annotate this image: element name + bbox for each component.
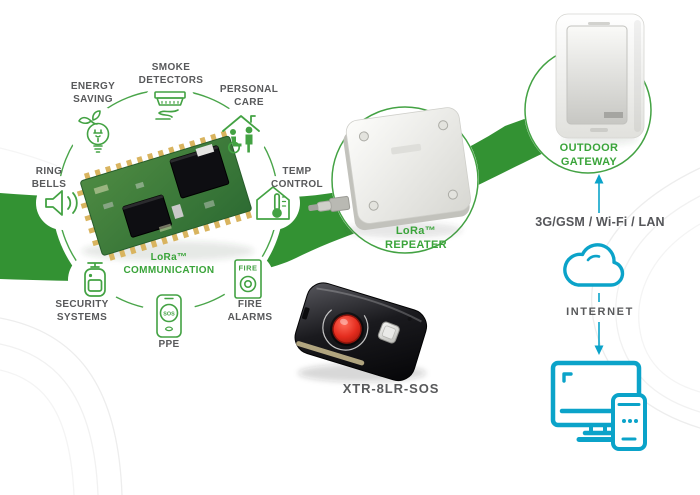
fire-callpoint-icon: FIRE bbox=[231, 257, 265, 301]
label-lora-repeater: LoRa™ REPEATER bbox=[385, 225, 447, 251]
label-fire-alarms: FIRE ALARMS bbox=[227, 299, 273, 323]
fire-icon-text: FIRE bbox=[238, 264, 257, 273]
smoke-detector-icon bbox=[147, 87, 193, 127]
arrow-up-icon bbox=[594, 174, 604, 184]
cloud-icon bbox=[562, 239, 632, 295]
label-sos-device: XTR-8LR-SOS bbox=[342, 381, 440, 396]
sos-red-button bbox=[332, 314, 362, 344]
lora-repeater-photo bbox=[308, 107, 471, 231]
arrow-down-icon bbox=[594, 345, 604, 355]
sos-icon-text: SOS bbox=[163, 311, 175, 317]
assisted-home-icon bbox=[219, 112, 263, 154]
cable-gland bbox=[308, 195, 351, 212]
cctv-camera-icon bbox=[75, 258, 115, 302]
lora-module-photo bbox=[76, 130, 253, 261]
hub-title: LoRa™ COMMUNICATION bbox=[123, 252, 215, 276]
label-internet: INTERNET bbox=[566, 306, 634, 318]
monitor-phone-icon bbox=[549, 357, 651, 453]
lanyard-loop bbox=[322, 304, 369, 351]
label-uplink: 3G/GSM / Wi-Fi / LAN bbox=[535, 215, 665, 229]
sos-phone-icon: SOS bbox=[152, 293, 186, 339]
label-temp-control: TEMP CONTROL bbox=[271, 166, 323, 190]
label-smoke-detectors: SMOKE DETECTORS bbox=[138, 62, 204, 86]
speaker-icon bbox=[42, 186, 84, 220]
label-ring-bells: RING BELLS bbox=[31, 166, 67, 190]
label-security-systems: SECURITY SYSTEMS bbox=[55, 299, 109, 323]
sos-remote-photo bbox=[294, 282, 428, 382]
label-ppe: PPE bbox=[158, 339, 180, 350]
house-thermometer-icon bbox=[253, 183, 293, 223]
label-outdoor-gateway: OUTDOOR GATEWAY bbox=[559, 142, 619, 168]
background-waves bbox=[0, 147, 700, 495]
repeater-circle bbox=[331, 106, 479, 254]
label-energy-saving: ENERGY SAVING bbox=[70, 81, 116, 105]
label-personal-care: PERSONAL CARE bbox=[219, 84, 279, 108]
eco-bulb-icon bbox=[77, 110, 117, 156]
uplink-connectors bbox=[594, 174, 604, 355]
outdoor-gateway-photo bbox=[555, 13, 645, 139]
